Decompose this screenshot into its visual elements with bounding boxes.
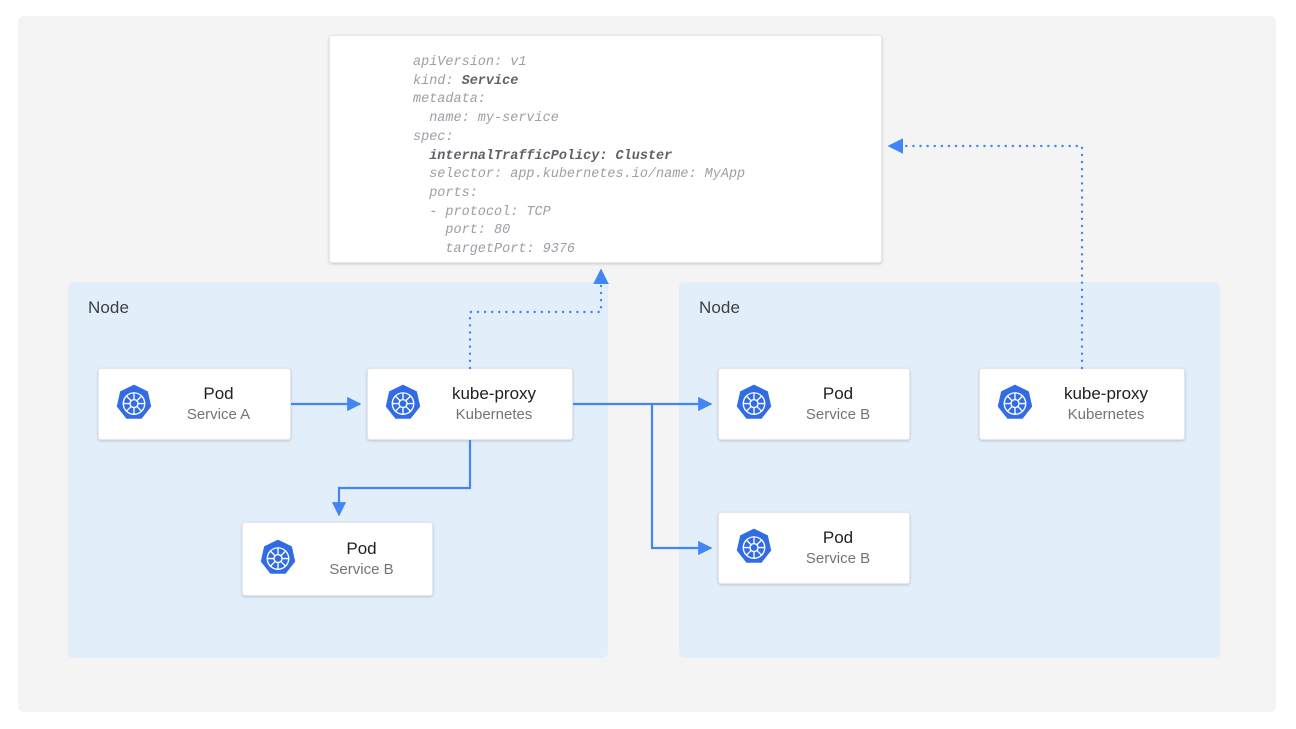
pod-service-b-right-top-text: Pod Service B — [775, 384, 909, 424]
pod-service-b-right-top-box[interactable]: Pod Service B — [718, 368, 910, 440]
service-manifest-card: apiVersion: v1 kind: Service metadata: n… — [329, 35, 882, 263]
kube-proxy-right-text: kube-proxy Kubernetes — [1036, 384, 1184, 424]
pod-service-b-left-box[interactable]: Pod Service B — [242, 522, 433, 596]
service-manifest-code: apiVersion: v1 kind: Service metadata: n… — [413, 55, 746, 258]
kubernetes-logo-icon — [736, 528, 772, 563]
kube-proxy-right-title: kube-proxy — [1063, 384, 1149, 404]
pod-service-b-right-bottom-box[interactable]: Pod Service B — [718, 512, 910, 584]
kubernetes-logo-icon — [736, 384, 772, 419]
kubernetes-logo-icon — [385, 384, 421, 419]
pod-service-b-right-bottom-text: Pod Service B — [775, 528, 909, 568]
node-left-label: Node — [88, 298, 130, 317]
kube-proxy-right-box[interactable]: kube-proxy Kubernetes — [979, 368, 1185, 440]
pod-service-a-title: Pod — [203, 384, 234, 404]
kube-proxy-left-text: kube-proxy Kubernetes — [424, 384, 572, 424]
kubernetes-logo-icon — [116, 384, 152, 419]
kube-proxy-right-subtitle: Kubernetes — [1067, 406, 1145, 424]
pod-service-b-right-bottom-title: Pod — [822, 528, 854, 548]
kube-proxy-left-title: kube-proxy — [451, 384, 537, 404]
kubernetes-logo-icon — [997, 384, 1033, 419]
pod-service-a-text: Pod Service A — [155, 384, 290, 424]
kubernetes-logo-icon — [260, 539, 296, 574]
node-right-container: Node — [679, 282, 1220, 658]
pod-service-b-right-top-title: Pod — [822, 384, 854, 404]
node-right-label: Node — [699, 298, 741, 317]
pod-service-b-right-top-subtitle: Service B — [805, 406, 871, 424]
node-left-container: Node — [68, 282, 608, 658]
pod-service-a-subtitle: Service A — [186, 406, 251, 424]
pod-service-b-left-title: Pod — [346, 539, 377, 559]
pod-service-b-left-subtitle: Service B — [329, 561, 394, 579]
pod-service-b-right-bottom-subtitle: Service B — [805, 550, 871, 568]
kube-proxy-left-subtitle: Kubernetes — [455, 406, 533, 424]
pod-service-a-box[interactable]: Pod Service A — [98, 368, 291, 440]
kube-proxy-left-box[interactable]: kube-proxy Kubernetes — [367, 368, 573, 440]
pod-service-b-left-text: Pod Service B — [299, 539, 432, 579]
